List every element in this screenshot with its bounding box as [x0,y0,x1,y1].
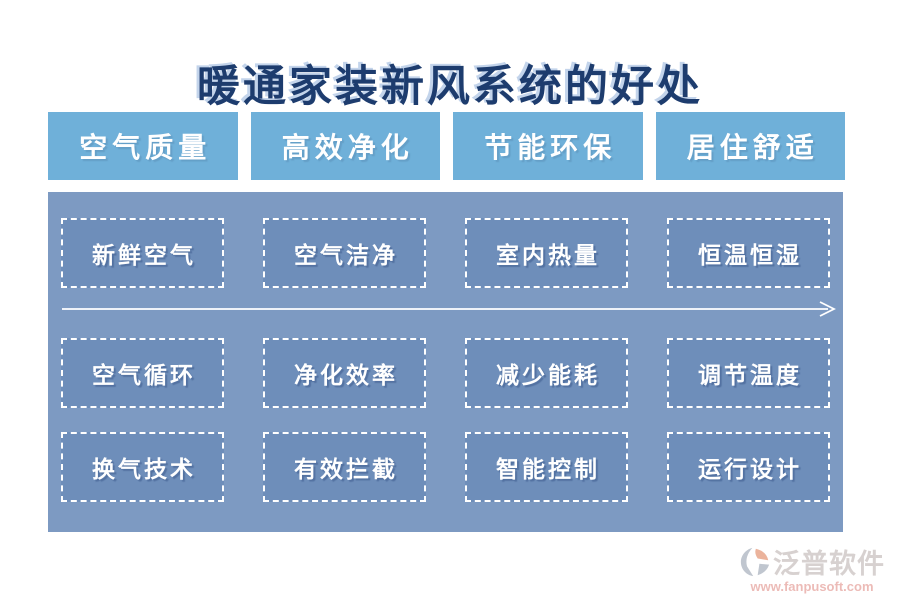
benefit-box-adjust-temp: 调节温度 [667,338,830,408]
fanpu-logo-icon [740,547,770,576]
benefit-box-purify-efficiency: 净化效率 [263,338,426,408]
benefit-box-clean-air: 空气洁净 [263,218,426,288]
benefits-row-2: 空气循环 净化效率 减少能耗 调节温度 [48,338,843,408]
benefits-panel: 新鲜空气 空气洁净 室内热量 恒温恒湿 空气循环 净化效率 减少能耗 调节温度 … [48,192,843,532]
watermark-url-text: www.fanpusoft.com [750,579,874,594]
benefit-box-constant-temp-humidity: 恒温恒湿 [667,218,830,288]
benefit-box-indoor-heat: 室内热量 [465,218,628,288]
benefit-box-reduce-energy: 减少能耗 [465,338,628,408]
benefit-box-smart-control: 智能控制 [465,432,628,502]
category-header-row: 空气质量 高效净化 节能环保 居住舒适 [48,112,845,180]
benefit-box-operation-design: 运行设计 [667,432,830,502]
fanpu-watermark: 泛普软件 www.fanpusoft.com [732,542,892,594]
benefits-row-1: 新鲜空气 空气洁净 室内热量 恒温恒湿 [48,218,843,288]
benefits-row-3: 换气技术 有效拦截 智能控制 运行设计 [48,432,843,502]
watermark-brand-text: 泛普软件 [773,549,885,579]
page-title: 暖通家装新风系统的好处 [197,64,703,111]
benefit-box-ventilation-tech: 换气技术 [61,432,224,502]
category-header-energy-saving: 节能环保 [453,112,643,180]
benefit-box-air-circulation: 空气循环 [61,338,224,408]
category-header-air-quality: 空气质量 [48,112,238,180]
right-arrow-icon [62,301,836,317]
category-header-comfort: 居住舒适 [655,112,845,180]
category-header-purification: 高效净化 [250,112,440,180]
benefit-box-fresh-air: 新鲜空气 [61,218,224,288]
benefit-box-effective-block: 有效拦截 [263,432,426,502]
